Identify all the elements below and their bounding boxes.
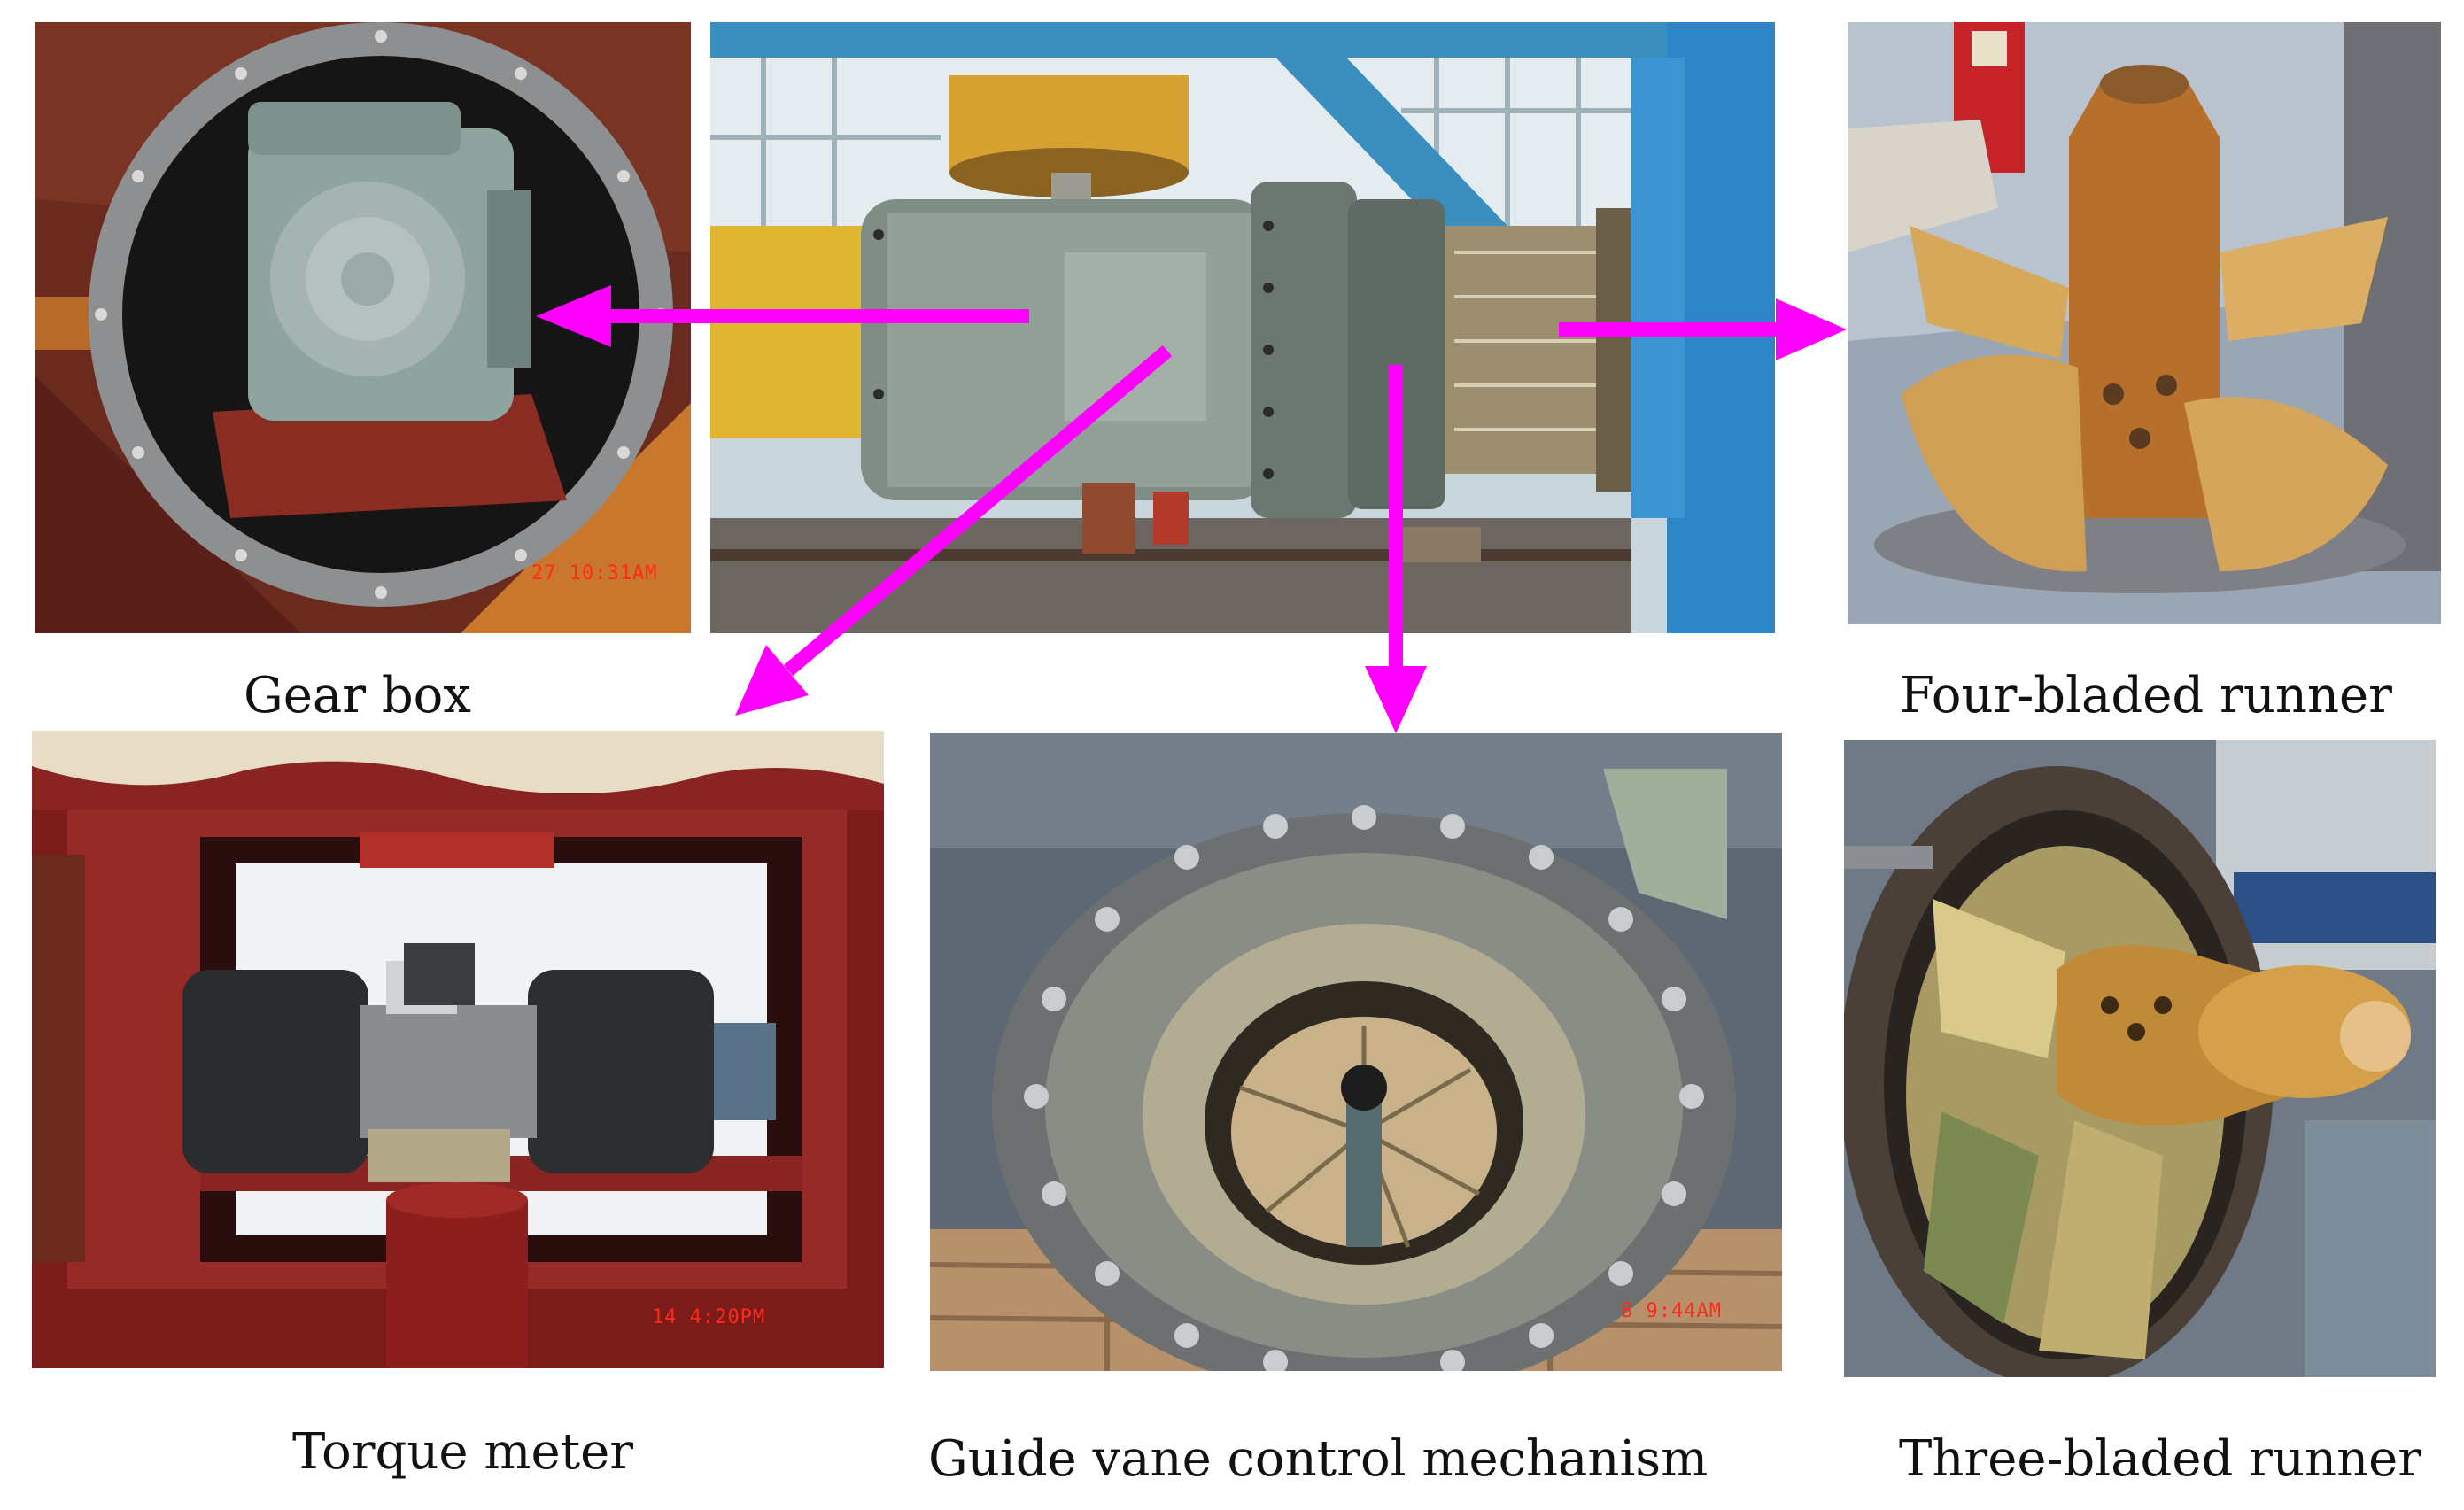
gear-box-photo: 27 10:31AM [35,22,691,633]
torque-meter-timestamp: 14 4:20PM [652,1306,766,1328]
guide-vane-timestamp: 8 9:44AM [1621,1300,1722,1322]
caption-torque-meter: Torque meter [292,1423,633,1481]
caption-gear-box: Gear box [244,667,471,724]
four-bladed-runner-photo [1848,22,2441,624]
turbine-test-rig-photo [710,22,1775,633]
gear-box-timestamp: 27 10:31AM [531,562,658,585]
caption-three-bladed-runner: Three-bladed runner [1899,1430,2422,1488]
torque-meter-photo: 14 4:20PM [32,731,884,1368]
caption-guide-vane-control-mechanism: Guide vane control mechanism [928,1430,1709,1488]
guide-vane-mechanism-photo: 8 9:44AM [930,733,1782,1371]
caption-four-bladed-runner: Four-bladed runner [1900,667,2392,724]
three-bladed-runner-photo [1844,740,2436,1377]
